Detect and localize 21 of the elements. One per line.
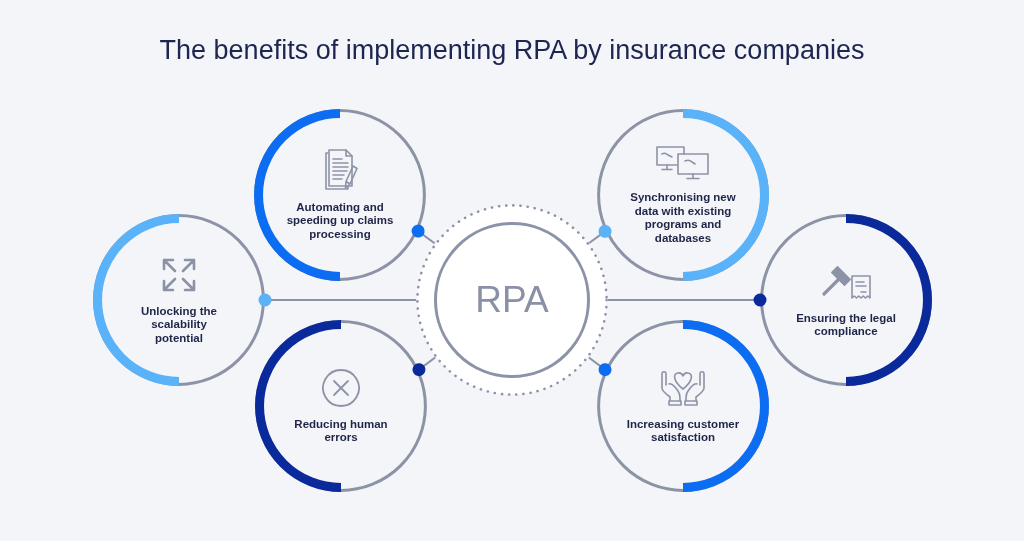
benefit-circle	[597, 320, 769, 492]
benefit-circle	[93, 214, 265, 386]
connector-line	[411, 224, 436, 245]
connector-line	[607, 293, 767, 307]
hub-label: RPA	[475, 280, 549, 320]
benefit-circle	[760, 214, 932, 386]
connector-line	[588, 224, 612, 244]
benefit-label: Unlocking the scalability potential	[140, 304, 218, 346]
benefit-label: Automating and speeding up claims processing	[285, 200, 395, 242]
diagram-title: The benefits of implementing RPA by insurance companies	[159, 34, 865, 66]
benefit-label: Reducing human errors	[293, 417, 389, 445]
hub-circle	[416, 204, 608, 396]
benefit-circle	[254, 109, 426, 281]
benefit-label: Ensuring the legal compliance	[795, 311, 897, 339]
benefit-label: Increasing customer satisfaction	[625, 417, 741, 445]
benefit-circle	[597, 109, 769, 281]
connector-line	[587, 356, 612, 377]
connector-line	[258, 293, 417, 307]
benefit-label: Synchronising new data with existing programs and databases	[629, 191, 737, 245]
benefit-circle	[255, 320, 427, 492]
connector-line	[412, 356, 437, 377]
